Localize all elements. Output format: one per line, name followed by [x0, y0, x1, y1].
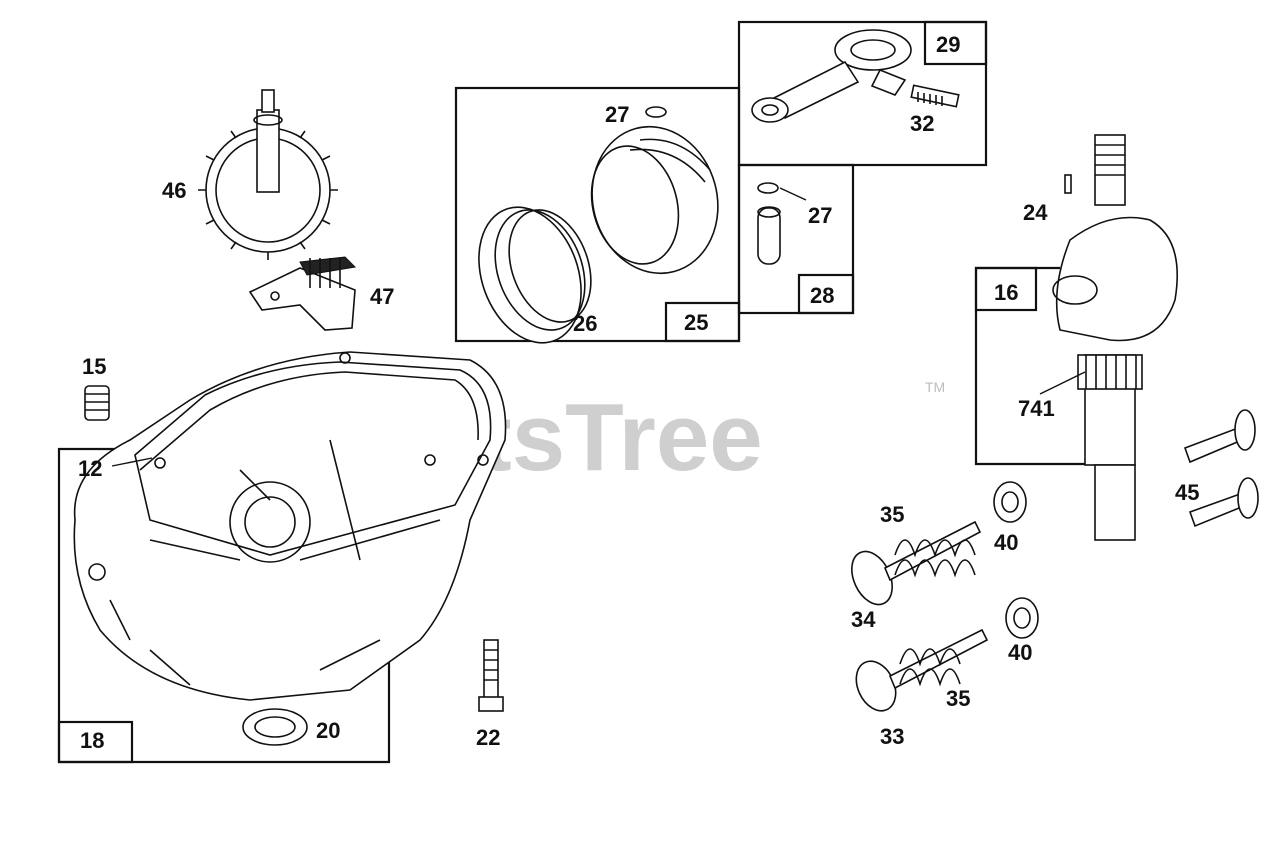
rod-bolt-icon[interactable]	[910, 84, 960, 108]
crankshaft-icon[interactable]	[1052, 134, 1178, 541]
box-18-label: 18	[80, 728, 104, 753]
callout-15[interactable]: 15	[82, 354, 106, 379]
box-29-label: 29	[936, 32, 960, 57]
retainer-icon[interactable]	[993, 481, 1039, 639]
callout-46[interactable]: 46	[162, 178, 186, 203]
wrist-pin-icon[interactable]	[757, 182, 781, 265]
callout-47[interactable]: 47	[370, 284, 394, 309]
gasket-icon[interactable]	[139, 371, 479, 471]
watermark-trademark: TM	[925, 379, 945, 395]
plug-icon[interactable]	[84, 385, 110, 421]
callout-27-piston[interactable]: 27	[605, 102, 629, 127]
callout-40-upper[interactable]: 40	[994, 530, 1018, 555]
governor-icon[interactable]	[248, 256, 357, 331]
callout-12[interactable]: 12	[78, 456, 102, 481]
piston-clip-icon[interactable]	[645, 106, 667, 118]
callout-35-upper[interactable]: 35	[880, 502, 904, 527]
sump-icon[interactable]	[73, 351, 507, 701]
cam-gear-icon[interactable]	[198, 89, 338, 260]
box-28-label: 28	[810, 283, 834, 308]
tappet-icon[interactable]	[1183, 409, 1259, 528]
callout-32[interactable]: 32	[910, 111, 934, 136]
valve-spring-icon[interactable]	[894, 539, 976, 578]
callout-27-pin[interactable]: 27	[808, 203, 832, 228]
key-icon[interactable]	[1064, 174, 1072, 194]
crankshaft-group: 16 741 24	[974, 134, 1178, 541]
callout-40-lower[interactable]: 40	[1008, 640, 1032, 665]
piston-group: 25 27 26	[454, 86, 741, 357]
exhaust-valve-icon[interactable]	[844, 520, 982, 611]
connecting-rod-icon[interactable]	[751, 29, 912, 123]
oil-seal-icon[interactable]	[242, 708, 308, 746]
callout-26[interactable]: 26	[573, 311, 597, 336]
piston-ring-icon[interactable]	[461, 193, 606, 357]
callout-33[interactable]: 33	[880, 724, 904, 749]
callout-24[interactable]: 24	[1023, 200, 1048, 225]
callout-34[interactable]: 34	[851, 607, 876, 632]
callout-35-lower[interactable]: 35	[946, 686, 970, 711]
crank-gear-icon[interactable]	[1077, 354, 1143, 390]
piston-icon[interactable]	[576, 112, 734, 287]
sump-group: 18 12 20	[57, 351, 507, 764]
connecting-rod-group: 29 32	[737, 20, 988, 167]
callout-20[interactable]: 20	[316, 718, 340, 743]
callout-741[interactable]: 741	[1018, 396, 1055, 421]
wrist-pin-group: 28 27	[737, 163, 855, 315]
bolt-icon[interactable]	[478, 639, 504, 712]
box-16-label: 16	[994, 280, 1018, 305]
box-25-label: 25	[684, 310, 708, 335]
callout-45[interactable]: 45	[1175, 480, 1199, 505]
valve-spring-lower-icon[interactable]	[899, 648, 961, 687]
callout-22[interactable]: 22	[476, 725, 500, 750]
